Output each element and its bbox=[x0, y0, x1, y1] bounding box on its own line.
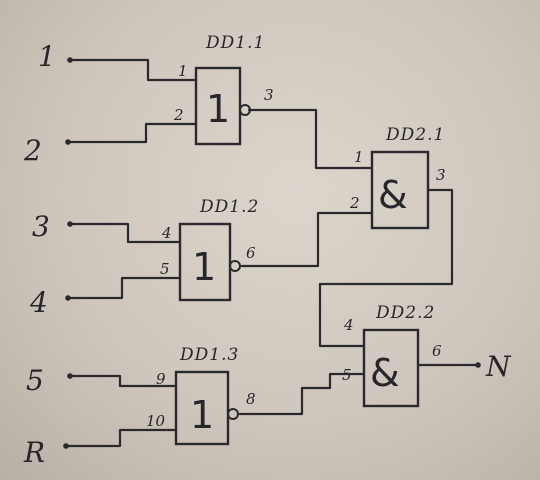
gate-dd1-3-symbol: 1 bbox=[190, 393, 214, 437]
gate-dd1-2-ref: DD1.2 bbox=[199, 197, 259, 217]
input-label-1: 1 bbox=[38, 40, 56, 73]
wire-in5 bbox=[68, 374, 178, 388]
gate-dd1-2-body bbox=[178, 222, 232, 302]
gate-dd2-2-pin-in1: 4 bbox=[343, 316, 354, 334]
gate-dd1-2-inversion bbox=[229, 260, 241, 272]
gate-dd1-1: 1 DD1.1 1 2 3 bbox=[173, 33, 274, 146]
gate-dd2-2-pin-in2: 5 bbox=[342, 366, 352, 384]
input-label-3: 3 bbox=[32, 210, 50, 243]
input-label-4: 4 bbox=[29, 286, 48, 319]
gate-dd1-2-pin-out: 6 bbox=[246, 244, 256, 262]
gate-dd1-1-ref: DD1.1 bbox=[205, 33, 265, 53]
wire-in3 bbox=[68, 222, 182, 244]
terminal-out bbox=[475, 362, 481, 368]
gate-dd2-2-pin-out: 6 bbox=[432, 342, 442, 360]
gate-dd1-3-body bbox=[174, 370, 230, 446]
gate-dd1-3-pin-in2: 10 bbox=[146, 412, 166, 430]
gate-dd1-2-pin-in2: 5 bbox=[160, 260, 170, 278]
gate-dd1-3-inversion bbox=[227, 408, 239, 420]
terminal-in3 bbox=[67, 221, 73, 227]
gate-dd1-1-pin-out: 3 bbox=[264, 86, 274, 104]
input-label-R: R bbox=[23, 436, 45, 469]
gate-dd2-1-pin-in2: 2 bbox=[349, 194, 360, 212]
gate-dd1-2-symbol: 1 bbox=[192, 245, 216, 289]
gate-dd2-1-ref: DD2.1 bbox=[385, 125, 445, 145]
gate-dd1-2: 1 DD1.2 4 5 6 bbox=[160, 197, 259, 302]
gate-dd2-1-pin-in1: 1 bbox=[354, 148, 364, 166]
gate-dd2-2-ref: DD2.2 bbox=[375, 303, 435, 323]
gate-dd2-1: & DD2.1 1 2 3 bbox=[349, 125, 446, 230]
input-label-5: 5 bbox=[26, 364, 44, 397]
gate-dd2-2-body bbox=[362, 328, 420, 408]
gate-dd1-3-pin-in1: 9 bbox=[156, 370, 166, 388]
gate-dd2-2: & DD2.2 4 5 6 bbox=[342, 303, 442, 408]
gate-dd1-3-ref: DD1.3 bbox=[179, 345, 239, 365]
gate-dd2-1-body bbox=[370, 150, 430, 230]
wire-dd1-2-out bbox=[240, 211, 374, 268]
wire-inR bbox=[64, 428, 178, 448]
gate-dd1-3: 1 DD1.3 9 10 8 bbox=[146, 345, 256, 446]
terminal-in1 bbox=[67, 57, 73, 63]
terminal-in2 bbox=[65, 139, 71, 145]
gate-dd1-1-symbol: 1 bbox=[206, 87, 230, 131]
wire-dd1-1-out bbox=[247, 108, 374, 170]
gate-dd1-1-body bbox=[194, 66, 242, 146]
input-label-2: 2 bbox=[23, 134, 42, 167]
gate-dd1-1-pin-in2: 2 bbox=[173, 106, 184, 124]
terminal-in4 bbox=[65, 295, 71, 301]
gate-dd2-2-symbol: & bbox=[370, 351, 400, 395]
wire-dd2-1-out bbox=[318, 188, 454, 348]
gate-dd1-1-pin-in1: 1 bbox=[178, 62, 188, 80]
gate-dd1-1-inversion bbox=[239, 104, 251, 116]
gate-dd1-2-pin-in1: 4 bbox=[161, 224, 172, 242]
output-label-N: N bbox=[485, 350, 512, 383]
wire-dd1-3-out bbox=[238, 372, 366, 416]
wire-in1 bbox=[68, 58, 198, 82]
terminal-inR bbox=[63, 443, 69, 449]
wire-in4 bbox=[66, 276, 182, 300]
gate-dd1-3-pin-out: 8 bbox=[246, 390, 256, 408]
gate-dd2-1-symbol: & bbox=[378, 173, 408, 217]
wire-in2 bbox=[66, 122, 198, 144]
terminal-in5 bbox=[67, 373, 73, 379]
gate-dd2-1-pin-out: 3 bbox=[436, 166, 446, 184]
